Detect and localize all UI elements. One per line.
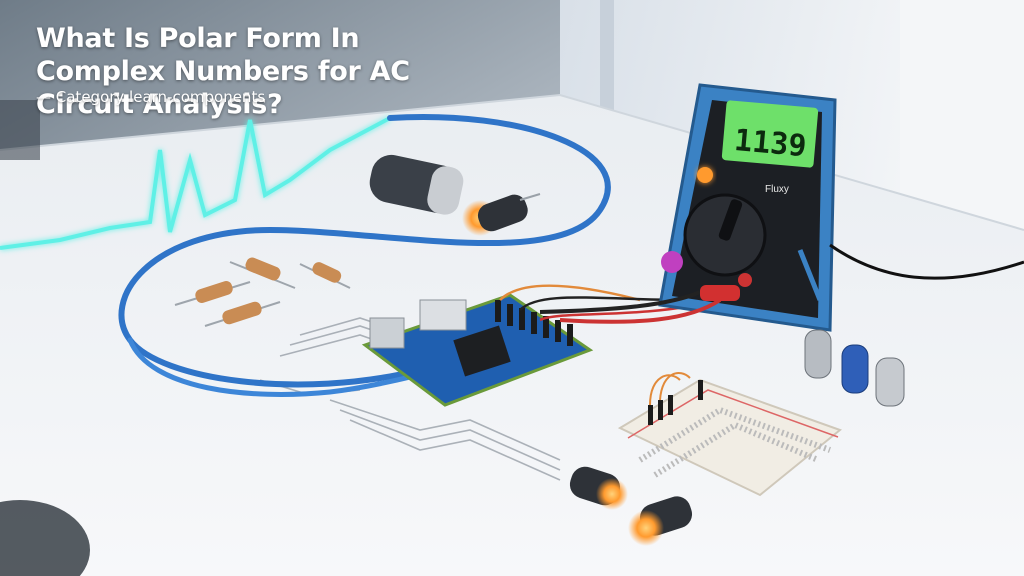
battery <box>369 154 464 215</box>
power-led-icon <box>697 167 713 183</box>
category-label: — Category learn-components <box>36 88 266 106</box>
desk-edge <box>0 93 1024 231</box>
probe-leads <box>539 243 1024 324</box>
resistors <box>174 257 351 327</box>
monitor-corner <box>0 100 40 160</box>
led-bottom-left <box>569 466 628 510</box>
mode-button-icon <box>661 251 683 273</box>
led-bottom-right <box>628 496 693 546</box>
microcontroller-board <box>361 293 594 407</box>
led-top <box>462 193 541 236</box>
multimeter-brand: Fluxy <box>765 184 789 195</box>
capacitors <box>804 329 905 407</box>
breadboard <box>617 372 843 497</box>
multimeter: 1139 Fluxy <box>658 83 837 332</box>
blue-cable <box>118 114 611 388</box>
multimeter-reading: 1139 <box>733 123 808 164</box>
chair-shadow <box>0 500 90 576</box>
kickstand <box>797 249 823 301</box>
glowing-waveform <box>0 116 391 250</box>
article-title: What Is Polar Form In Complex Numbers fo… <box>36 23 410 120</box>
